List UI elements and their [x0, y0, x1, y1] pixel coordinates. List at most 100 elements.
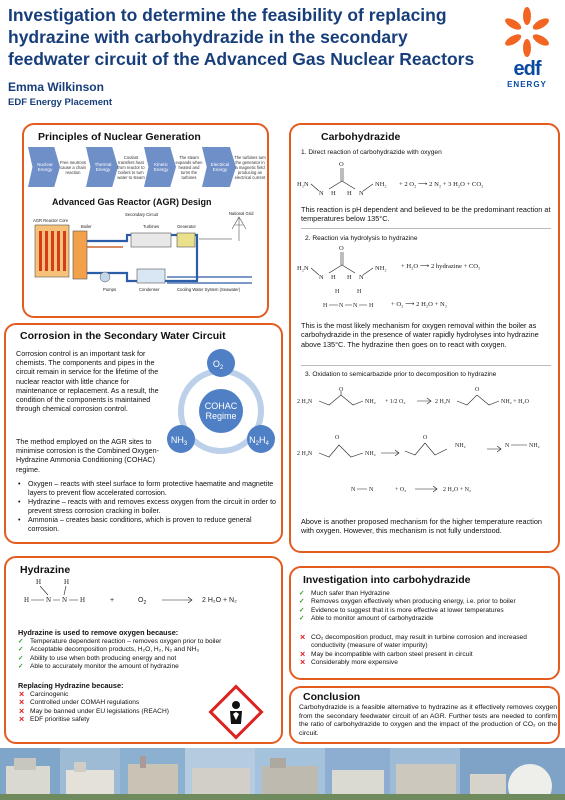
- hydrazine-replace-title: Replacing Hydrazine because:: [18, 681, 124, 690]
- svg-text:H: H: [331, 190, 336, 197]
- list-item: Oxygen – reacts with steel surface to fo…: [16, 480, 278, 498]
- svg-text:N: N: [351, 487, 356, 493]
- list-item: Temperature dependent reaction – removes…: [18, 638, 280, 647]
- svg-text:H: H: [369, 303, 374, 309]
- health-hazard-icon: [208, 684, 264, 740]
- n2h4-label: N2H4: [249, 435, 269, 447]
- flow-note-1: Free neutrons cause a chain reaction: [59, 159, 87, 175]
- svg-text:H: H: [347, 190, 352, 197]
- hydrazine-used-title: Hydrazine is used to remove oxygen becau…: [18, 628, 179, 637]
- svg-text:H: H: [347, 274, 352, 281]
- corrosion-bullets: Oxygen – reacts with steel surface to fo…: [16, 480, 278, 534]
- agr-diagram: AGR Reactor Core Boiler Secondary Circui…: [33, 211, 254, 292]
- svg-text:H: H: [36, 578, 41, 586]
- power-station-photo-strip: [0, 748, 565, 800]
- poster-title: Investigation to determine the feasibili…: [8, 5, 475, 69]
- investigation-cons: CO₂ decomposition product, may result in…: [299, 633, 557, 668]
- r2-text: This is the most likely mechanism for ox…: [301, 321, 539, 349]
- svg-text:2 H₂O + N₂: 2 H₂O + N₂: [443, 487, 471, 493]
- r1-equation: + 2 O₂ ⟶ 2 N₂ + 3 H₂O + CO₂: [399, 181, 484, 188]
- svg-text:O: O: [335, 435, 340, 441]
- carbohydrazide-box: Carbohydrazide 1. Direct reaction of car…: [289, 123, 560, 553]
- flow-step-thermal: Thermal Energy: [86, 147, 118, 187]
- logo-subtext: ENERGY: [507, 80, 547, 89]
- flow-note-2: Coolant transfers heat from reactor to b…: [117, 154, 145, 180]
- svg-text:O: O: [339, 161, 344, 168]
- list-item: May be incompatible with carbon steel pr…: [299, 650, 557, 659]
- o2-label: O2: [213, 359, 224, 371]
- svg-text:NH₂: NH₂: [375, 265, 387, 272]
- nh3-label: NH3: [171, 435, 188, 447]
- investigation-box: Investigation into carbohydrazide Much s…: [289, 566, 560, 680]
- edf-sunburst-icon: [505, 7, 549, 57]
- agr-label-turbines: Turbines: [143, 224, 159, 229]
- svg-text:H: H: [323, 303, 328, 309]
- corrosion-para2: The method employed on the AGR sites to …: [16, 437, 160, 474]
- agr-label-boiler: Boiler: [81, 224, 92, 229]
- list-item: Able to accurately monitor the amount of…: [18, 663, 280, 672]
- flow-step-electrical: Electrical Energy: [202, 147, 236, 187]
- divider: [301, 365, 551, 366]
- svg-text:H: H: [64, 578, 69, 586]
- svg-text:+ 1/2 O₂: + 1/2 O₂: [385, 399, 405, 405]
- agr-label-secondary: Secondary Circuit: [125, 212, 159, 217]
- svg-text:O: O: [339, 245, 344, 252]
- edf-logo: edf ENERGY: [494, 6, 560, 92]
- svg-text:NH₂: NH₂: [455, 443, 466, 449]
- svg-text:H: H: [357, 289, 362, 295]
- r2-equation-1: + H₂O ⟶ 2 hydrazine + CO₂: [401, 263, 481, 270]
- agr-label-condenser: Condenser: [139, 287, 160, 292]
- department: EDF Energy Placement: [8, 97, 113, 108]
- agr-label-generator: Generator: [177, 224, 196, 229]
- list-item: Much safer than Hydrazine: [299, 590, 557, 599]
- r3-text: Above is another proposed mechanism for …: [301, 517, 542, 536]
- svg-text:O2: O2: [138, 597, 146, 606]
- investigation-title: Investigation into carbohydrazide: [303, 574, 471, 586]
- conclusion-title: Conclusion: [303, 691, 361, 703]
- agr-label-pumps: Pumps: [103, 287, 116, 292]
- list-item: Ammonia – creates basic conditions, whic…: [16, 516, 278, 534]
- r2-equation-2: + O₂ ⟶ 2 H₂O + N₂: [391, 301, 448, 308]
- list-item: Hydrazine – reacts with and removes exce…: [16, 498, 278, 516]
- svg-text:O: O: [423, 435, 428, 441]
- svg-text:NH₂: NH₂: [365, 399, 376, 405]
- svg-text:N: N: [505, 443, 510, 449]
- svg-text:H: H: [24, 596, 29, 604]
- flow-note-4: The turbines turn the generator in a mag…: [234, 154, 266, 180]
- list-item: Considerably more expensive: [299, 658, 557, 667]
- svg-text:N: N: [353, 303, 358, 309]
- list-item: Carcinogenic: [18, 690, 198, 699]
- list-item: Evidence to suggest that it is more effe…: [299, 607, 557, 616]
- list-item: Able to monitor amount of carbohydrazide: [299, 615, 557, 624]
- svg-text:O: O: [339, 387, 344, 393]
- agr-label-cooling: Cooling Water System (Seawater): [177, 287, 241, 292]
- svg-text:2 H₂N: 2 H₂N: [435, 399, 451, 405]
- list-item: Removes oxygen effectively when producin…: [299, 598, 557, 607]
- cohac-diagram: COHAC Regime O2 NH3 N2H4: [167, 349, 275, 454]
- hydrazine-pros: Temperature dependent reaction – removes…: [18, 638, 280, 672]
- flow-step-kinetic: Kinetic Energy: [144, 147, 176, 187]
- flow-step-nuclear: Nuclear Energy: [28, 147, 60, 187]
- svg-text:NH₂: NH₂: [375, 181, 387, 188]
- svg-text:H: H: [335, 289, 340, 295]
- list-item: May be banned under EU legislations (REA…: [18, 707, 198, 716]
- list-item: Controlled under COMAH regulations: [18, 698, 198, 707]
- logo-text: edf: [513, 58, 542, 80]
- svg-text:NH₂: NH₂: [529, 443, 540, 449]
- r1-label: 1. Direct reaction of carbohydrazide wit…: [301, 149, 442, 156]
- svg-text:2 H₂N: 2 H₂N: [297, 399, 313, 405]
- svg-text:O: O: [475, 387, 480, 393]
- carbohydrazide-title: Carbohydrazide: [321, 131, 401, 143]
- svg-text:+: +: [110, 597, 114, 604]
- divider: [301, 228, 551, 229]
- conclusion-text: Carbohydrazide is a feasible alternative…: [299, 704, 557, 737]
- cohac-label: COHAC: [205, 401, 238, 411]
- agr-label-core: AGR Reactor Core: [33, 218, 69, 223]
- hydrazine-title: Hydrazine: [20, 564, 71, 576]
- hydrazine-products: 2 H₂O + N₂: [202, 597, 237, 604]
- hydrazine-cons: Carcinogenic Controlled under COMAH regu…: [18, 690, 198, 725]
- svg-text:NH₂: NH₂: [365, 451, 376, 457]
